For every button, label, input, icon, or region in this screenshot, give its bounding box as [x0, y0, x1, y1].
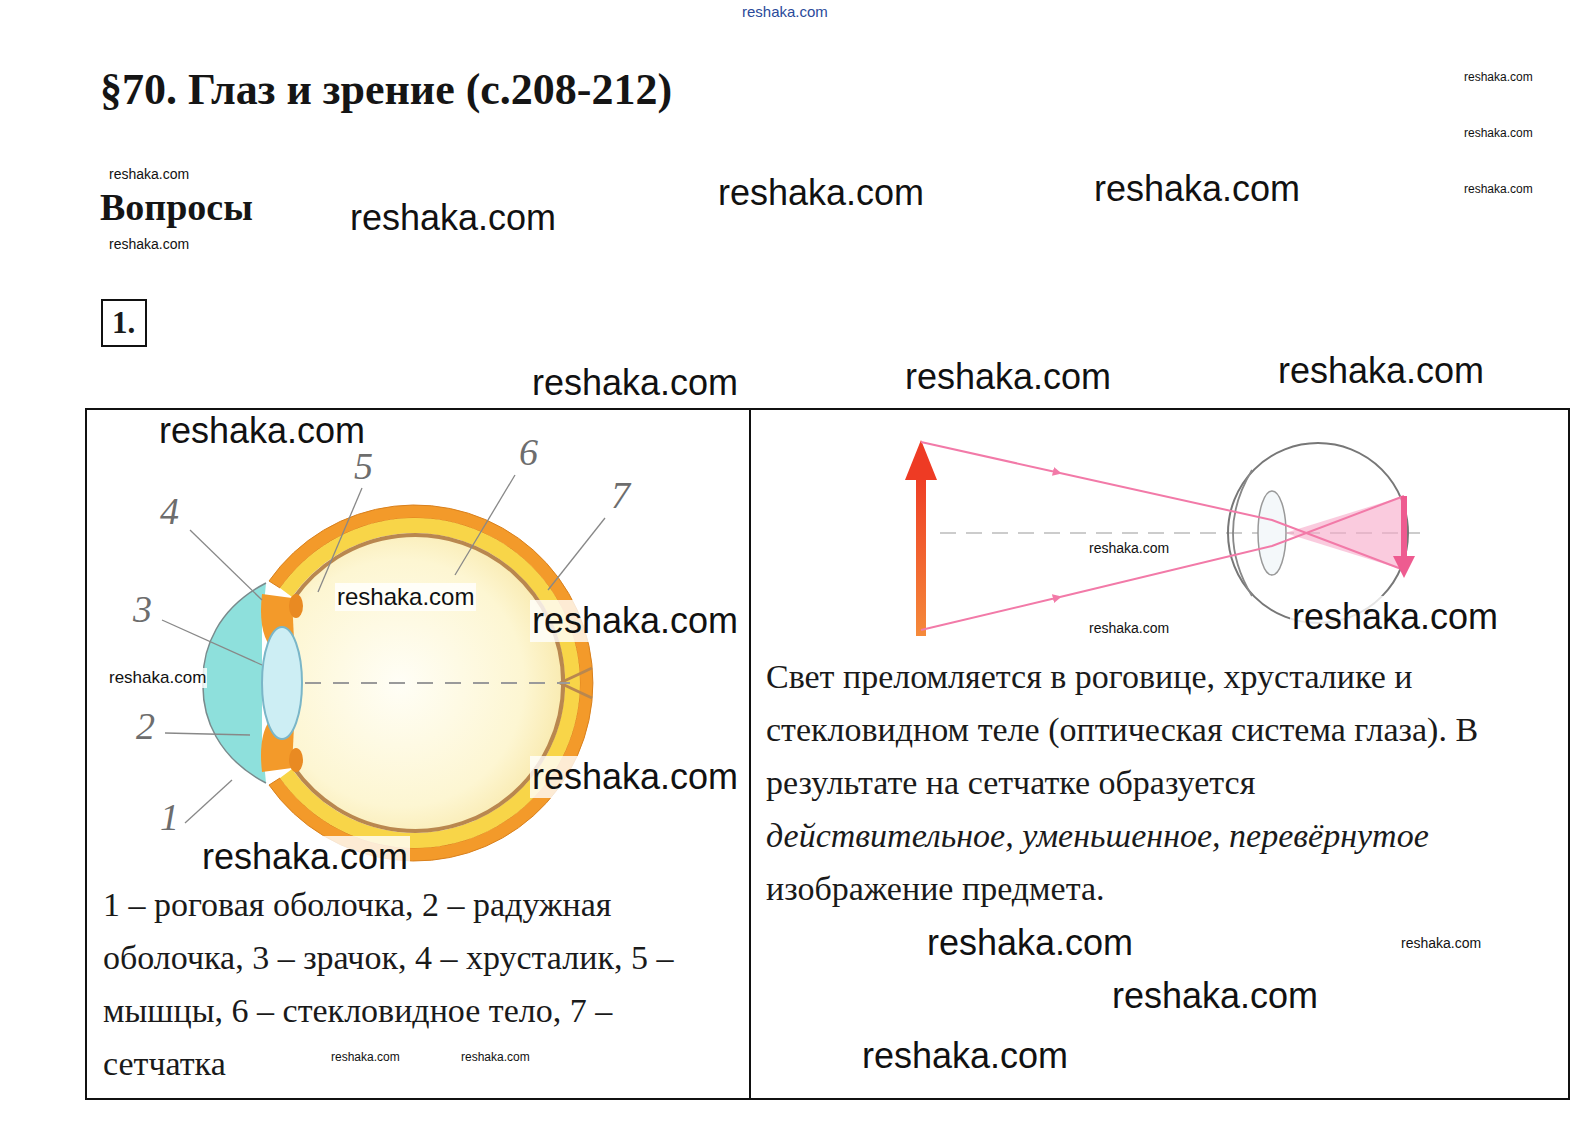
emphasis-text: действительное, уменьшенное, перевёрнуто…: [766, 809, 1558, 862]
leader-line: [165, 733, 250, 735]
watermark: reshaka.com: [1276, 350, 1486, 392]
watermark: reshaka.com: [1088, 540, 1170, 556]
callout-number: 7: [611, 473, 630, 517]
lens: [1258, 491, 1286, 575]
leader-line: [190, 530, 262, 600]
watermark: reshaka.com: [1463, 70, 1534, 84]
watermark: reshaka.com: [460, 1050, 531, 1064]
watermark: reshaka.com: [1400, 935, 1482, 951]
watermark: reshaka.com: [716, 172, 926, 214]
callout-number: 3: [133, 587, 152, 631]
question-number: 1.: [112, 304, 135, 341]
choroid: [280, 518, 580, 848]
ciliary-muscle: [289, 748, 303, 772]
answer-text: 1 – роговая оболочка, 2 – радужная оболо…: [103, 878, 735, 1090]
watermark: reshaka.com: [530, 600, 740, 642]
answer-text: Свет преломляется в роговице, хрусталике…: [766, 650, 1558, 809]
light-ray: [921, 597, 1060, 630]
watermark: reshaka.com: [925, 922, 1135, 964]
callout-number: 4: [160, 489, 179, 533]
callout-number: 6: [519, 430, 538, 474]
cornea-outline: [203, 583, 266, 783]
watermark: reshaka.com: [860, 1035, 1070, 1077]
leader-line: [548, 518, 605, 590]
light-ray: [921, 442, 1060, 473]
text-block: Свет преломляется в роговице, хрусталике…: [766, 650, 1558, 915]
watermark: reshaka.com: [157, 410, 367, 452]
sclera: [269, 505, 593, 861]
watermark: reshaka.com: [903, 356, 1113, 398]
light-cone: [1285, 496, 1404, 570]
answer-text: изображение предмета.: [766, 862, 1558, 915]
watermark: reshaka.com: [1110, 975, 1320, 1017]
light-ray: [1060, 496, 1404, 597]
object-arrow-head: [905, 440, 937, 480]
ciliary-muscle: [289, 594, 303, 618]
leader-line: [318, 488, 362, 592]
question-number-box: 1.: [101, 299, 147, 347]
watermark: reshaka.com: [348, 197, 558, 239]
watermark: reshaka.com: [530, 756, 740, 798]
callout-number: 5: [354, 444, 373, 488]
lens: [262, 627, 302, 739]
optical-axis: [305, 682, 570, 684]
leader-line: [162, 620, 262, 665]
watermark: reshaka.com: [200, 836, 410, 878]
object-arrow: [916, 472, 926, 636]
watermark: reshaka.com: [1463, 126, 1534, 140]
leader-line: [455, 475, 515, 575]
watermark: reshaka.com: [108, 668, 207, 688]
watermark: reshaka.com: [330, 1050, 401, 1064]
watermark: reshaka.com: [108, 166, 190, 182]
image-arrow-head: [1393, 556, 1415, 578]
text-block: 1.: [112, 304, 136, 341]
leader-line: [185, 780, 232, 823]
watermark: reshaka.com: [1290, 596, 1500, 638]
callout-number: 1: [160, 795, 179, 839]
watermark: reshaka.com: [108, 236, 190, 252]
watermark: reshaka.com: [1463, 182, 1534, 196]
text-block: 1 – роговая оболочка, 2 – радужная оболо…: [103, 878, 735, 1090]
cornea: [203, 583, 266, 783]
watermark: reshaka.com: [1092, 168, 1302, 210]
table-cell: 1 – роговая оболочка, 2 – радужная оболо…: [85, 408, 751, 1100]
watermark: reshaka.com: [335, 583, 476, 611]
callout-number: 2: [136, 704, 155, 748]
cornea: [1233, 470, 1252, 596]
watermark: reshaka.com: [742, 3, 828, 20]
page-title: §70. Глаз и зрение (с.208-212): [100, 64, 672, 117]
image-arrow: [1401, 496, 1407, 560]
section-heading: Вопросы: [100, 185, 253, 229]
watermark: reshaka.com: [1088, 620, 1170, 636]
watermark: reshaka.com: [530, 362, 740, 404]
